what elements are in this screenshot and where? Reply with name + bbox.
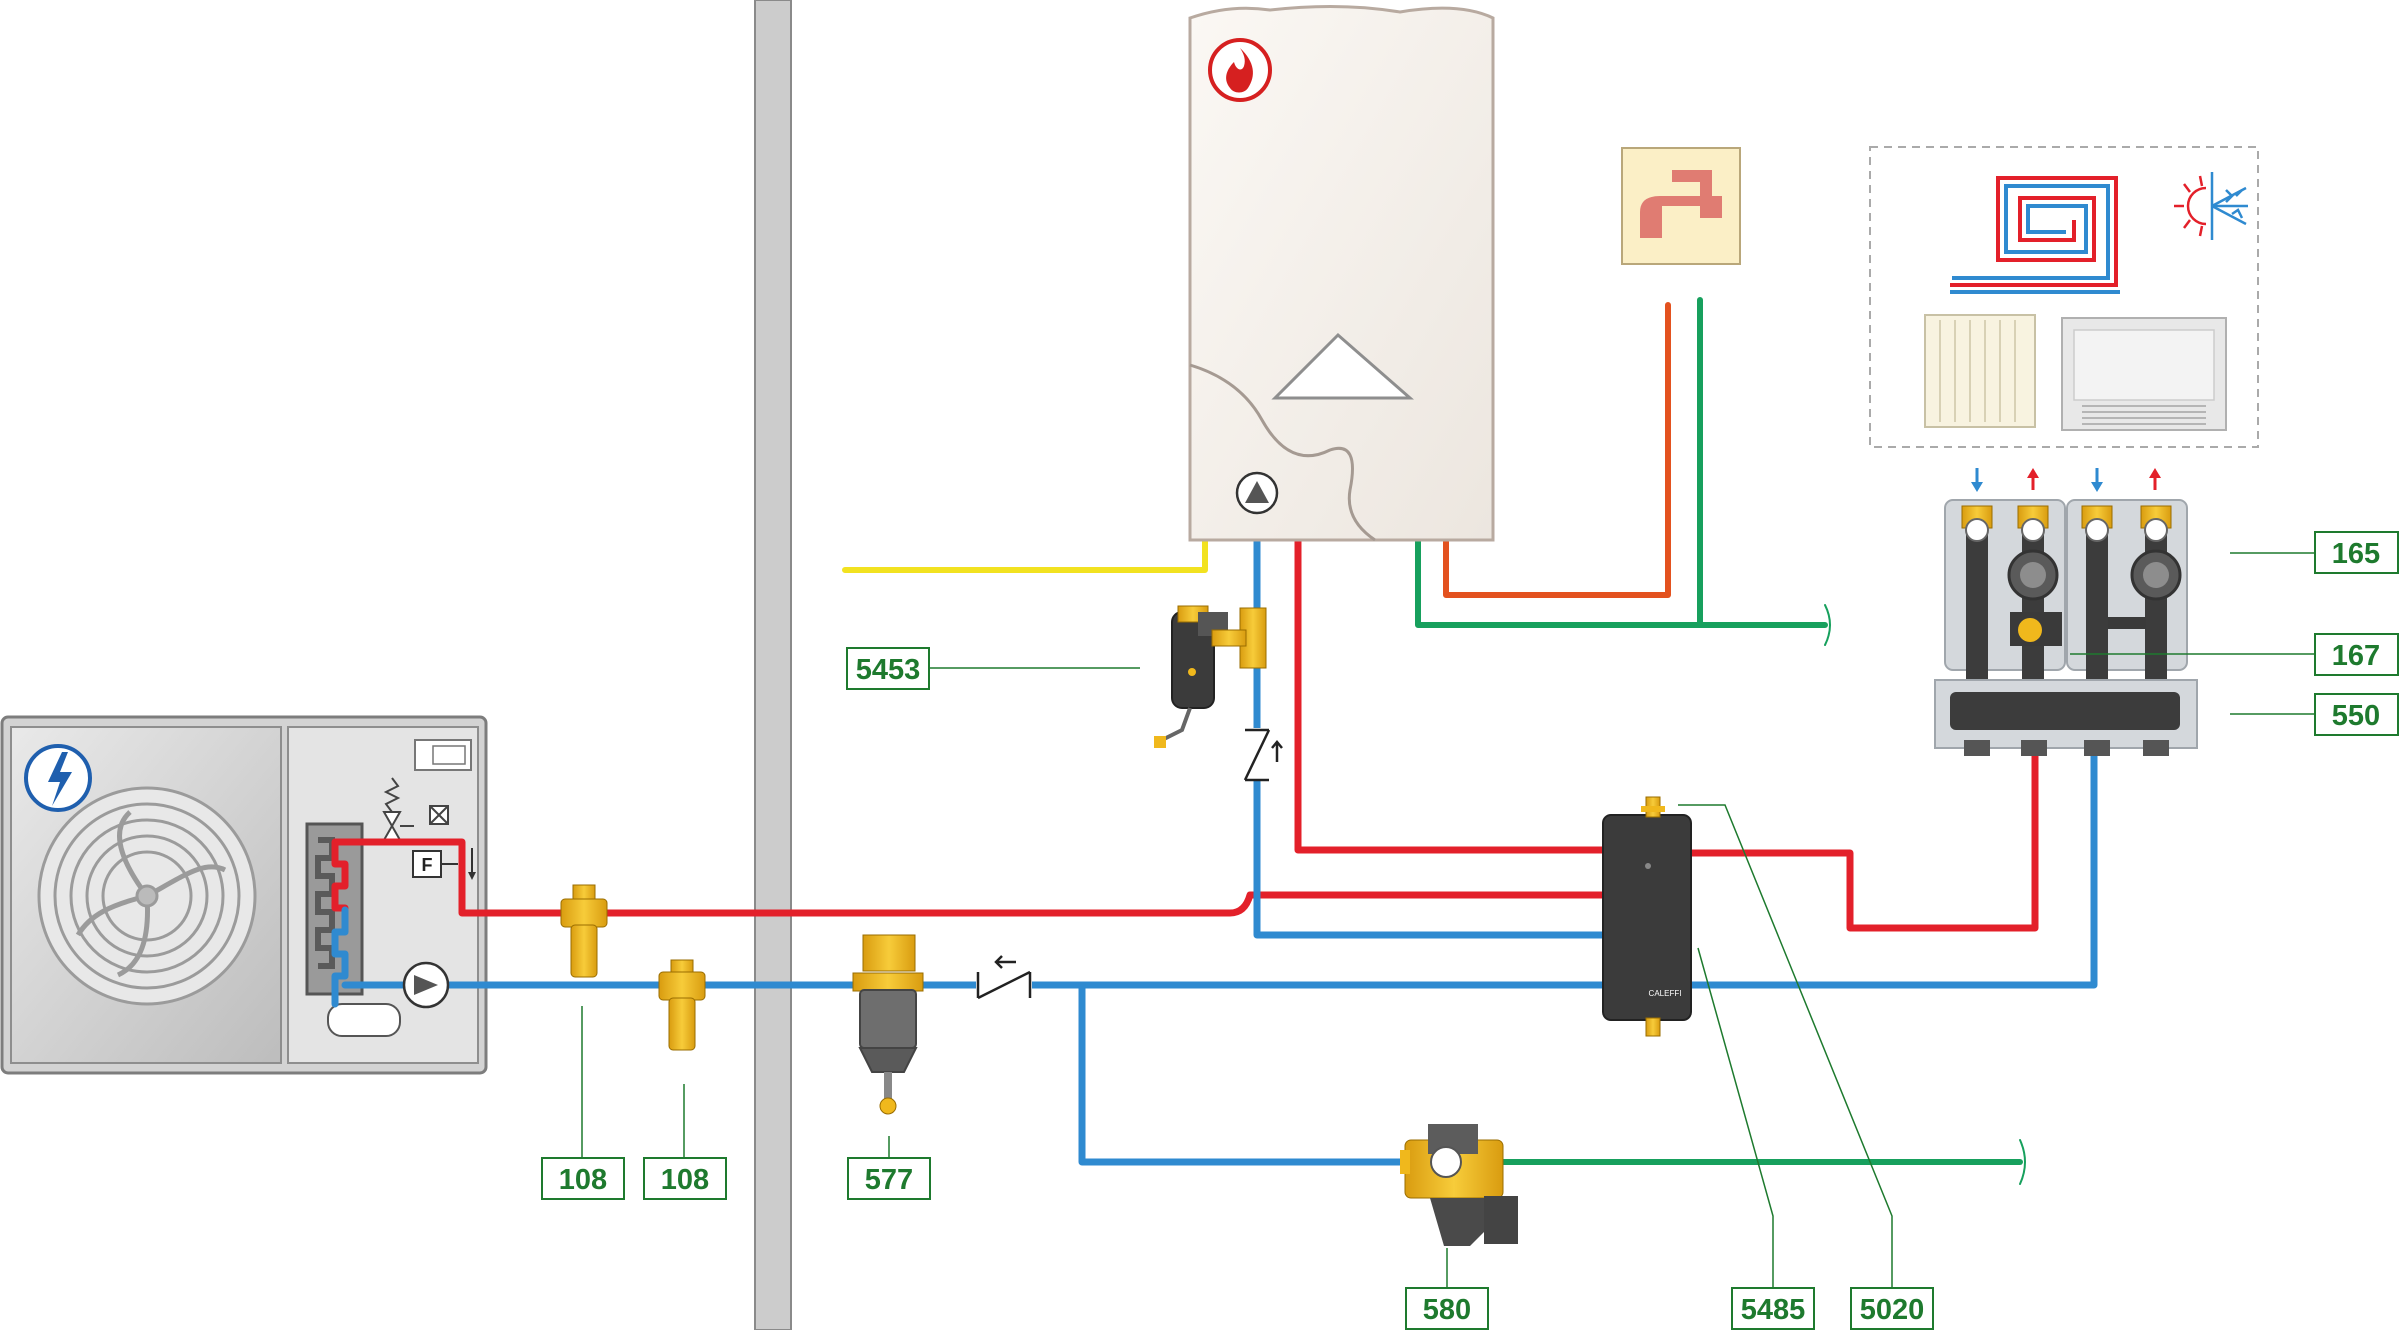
- label-5485: 5485: [1731, 1287, 1815, 1330]
- manifold-return-pipe: [1686, 751, 2098, 989]
- flame-icon: [1208, 38, 1272, 102]
- emitters-group: [1869, 146, 2259, 448]
- fan-coil-icon: [2061, 317, 2227, 431]
- flow-switch-label: F: [422, 855, 433, 875]
- label-167: 167: [2314, 633, 2399, 676]
- boiler-hood: [1271, 332, 1414, 400]
- svg-text:165: 165: [2332, 538, 2380, 570]
- label-108-supply: 108: [541, 1157, 625, 1200]
- control-display: [414, 739, 472, 771]
- filling-unit-580: [1400, 1124, 1518, 1246]
- expansion-vessel: [327, 1003, 401, 1037]
- boiler-flow-pipe: [1294, 441, 1609, 854]
- pump-icon: [1235, 471, 1279, 515]
- label-165: 165: [2314, 531, 2399, 574]
- brand-label: CALEFFI: [1649, 989, 1682, 998]
- svg-text:167: 167: [2332, 640, 2380, 672]
- radiator-icon: [1924, 314, 2036, 428]
- label-577: 577: [847, 1157, 931, 1200]
- boiler-return-pipe: [1253, 416, 1609, 939]
- dhw-hot-pipe: [1443, 302, 1671, 598]
- svg-text:5453: 5453: [856, 654, 921, 686]
- wall: [754, 0, 792, 1330]
- fan-icon: [37, 786, 257, 1006]
- circulator-icon: [402, 961, 450, 1009]
- pump-groups-165: [1934, 468, 2198, 756]
- label-550: 550: [2314, 693, 2399, 736]
- label-5453: 5453: [846, 647, 930, 690]
- label-5020: 5020: [1850, 1287, 1934, 1330]
- pipework: [331, 297, 2098, 1185]
- heating-cooling-icon: [2174, 172, 2248, 240]
- gas-boiler: [1188, 4, 1495, 542]
- hp-supply-pipe: [361, 838, 1609, 917]
- faucet-icon: [1621, 147, 1741, 265]
- svg-text:5485: 5485: [1741, 1294, 1806, 1326]
- leader-lines: [581, 552, 2315, 1288]
- valve-108-supply: [560, 884, 608, 978]
- gas-pipe: [842, 537, 1208, 573]
- svg-text:108: 108: [559, 1164, 607, 1196]
- manifold-flow-pipe: [1686, 751, 2039, 932]
- code-labels: 165 167 550 5453 108 108 577 580: [541, 531, 2399, 1330]
- heat-pump-unit: F: [0, 715, 488, 1075]
- check-valve-horizontal-icon: [976, 955, 1032, 1000]
- svg-text:5020: 5020: [1860, 1294, 1925, 1326]
- flow-arrows: [1971, 468, 2161, 492]
- svg-text:108: 108: [661, 1164, 709, 1196]
- safety-valve-icon: [382, 777, 414, 841]
- lightning-icon: [24, 744, 92, 812]
- label-108-return: 108: [643, 1157, 727, 1200]
- svg-text:577: 577: [865, 1164, 913, 1196]
- dirt-separator-5453: [1154, 605, 1267, 748]
- check-valve-vertical-icon: [1243, 728, 1283, 782]
- hydraulic-separator-5485: CALEFFI: [1602, 796, 1692, 1037]
- svg-text:580: 580: [1423, 1294, 1471, 1326]
- valve-108-return: [658, 959, 706, 1051]
- air-vent-icon: [429, 805, 449, 825]
- floor-heating-coil-icon: [1950, 176, 2120, 294]
- dhw-cold-pipe: [1415, 537, 1828, 628]
- svg-text:550: 550: [2332, 700, 2380, 732]
- label-580: 580: [1405, 1287, 1489, 1330]
- filling-branch-pipe: [1078, 981, 1409, 1166]
- dirt-separator-577: [852, 934, 924, 1115]
